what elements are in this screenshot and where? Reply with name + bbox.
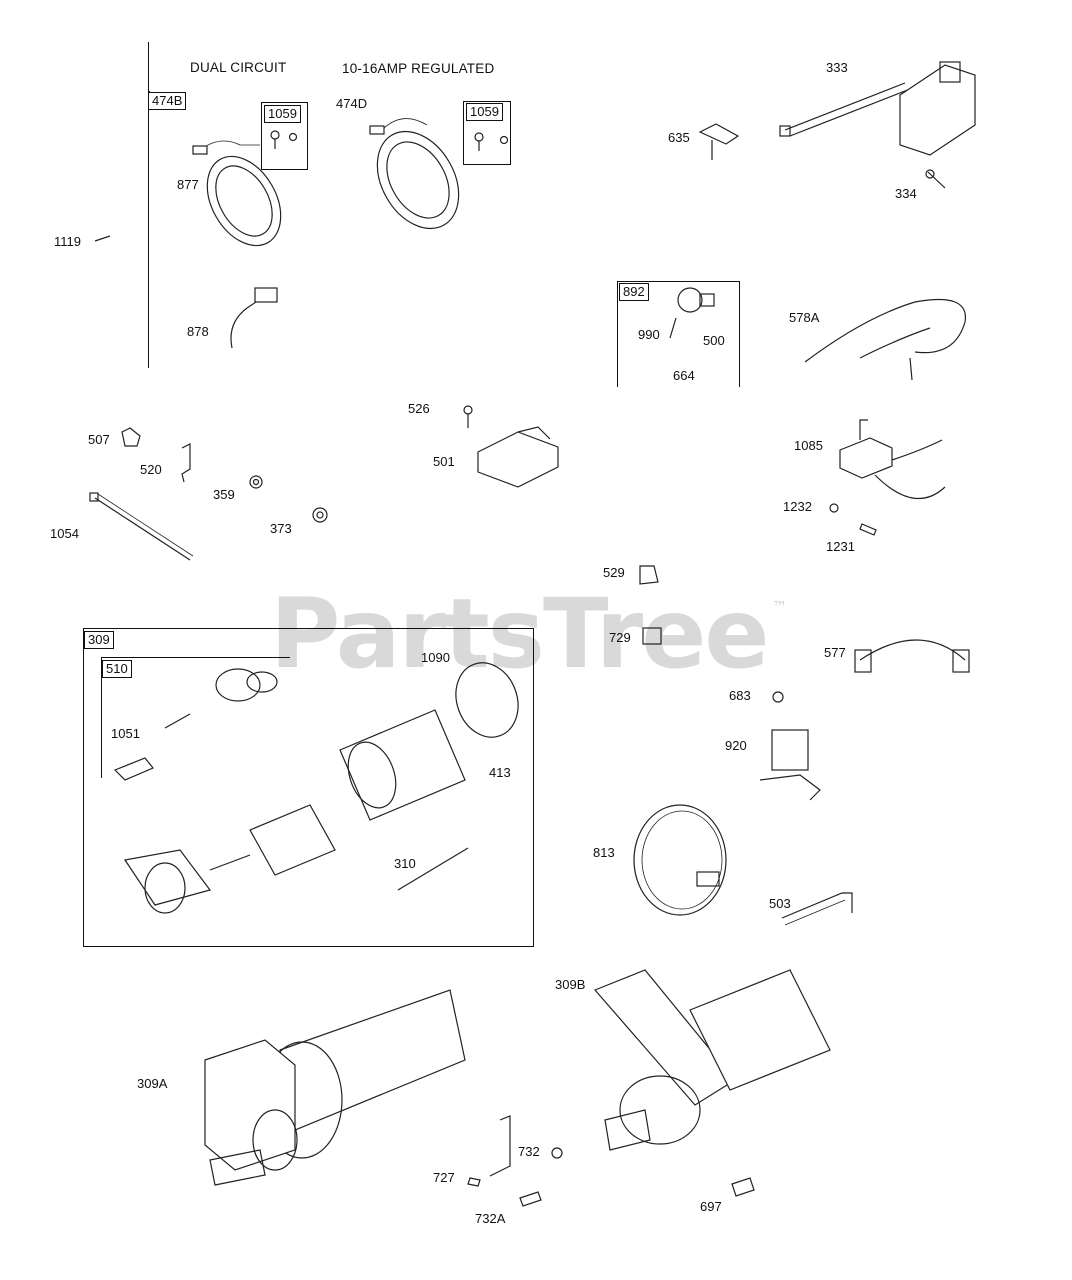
hardware-727-732-697-drawing bbox=[467, 1115, 755, 1207]
part-label-727: 727 bbox=[433, 1170, 455, 1185]
part-label-732: 732 bbox=[518, 1144, 540, 1159]
part-label-334: 334 bbox=[895, 186, 917, 201]
part-label-920: 920 bbox=[725, 738, 747, 753]
starter-309-exploded-drawing bbox=[113, 662, 519, 914]
part-label-729: 729 bbox=[609, 630, 631, 645]
armature-333-drawing bbox=[779, 61, 976, 156]
wire-878-drawing bbox=[230, 287, 278, 349]
header-dual-circuit: DUAL CIRCUIT bbox=[190, 60, 287, 75]
solenoid-920-drawing bbox=[759, 729, 821, 801]
part-label-635: 635 bbox=[668, 130, 690, 145]
cap-529-drawing bbox=[639, 565, 659, 585]
frame-510 bbox=[101, 657, 290, 778]
part-label-813: 813 bbox=[593, 845, 615, 860]
tool-503-drawing bbox=[781, 892, 853, 926]
stator-474B-drawing bbox=[192, 140, 282, 247]
box-label-1059b: 1059 bbox=[466, 103, 503, 121]
part-label-878: 878 bbox=[187, 324, 209, 339]
part-label-577: 577 bbox=[824, 645, 846, 660]
part-label-500: 500 bbox=[703, 333, 725, 348]
part-label-732A: 732A bbox=[475, 1211, 506, 1226]
switch-892-drawing bbox=[669, 287, 715, 339]
part-label-1231: 1231 bbox=[826, 539, 855, 554]
screws-1059-drawing bbox=[270, 130, 509, 151]
nut-683-drawing bbox=[772, 691, 784, 703]
box-label-474B: 474B bbox=[148, 92, 187, 110]
regulator-501-drawing bbox=[477, 426, 559, 488]
part-label-333: 333 bbox=[826, 60, 848, 75]
trademark-symbol: ™ bbox=[772, 598, 787, 616]
box-label-892: 892 bbox=[619, 283, 649, 301]
part-label-877: 877 bbox=[177, 177, 199, 192]
screw-526-drawing bbox=[463, 405, 473, 428]
box-label-309: 309 bbox=[84, 631, 114, 649]
starter-309A-drawing bbox=[204, 989, 466, 1186]
box-label-1059a: 1059 bbox=[264, 105, 301, 123]
starter-309B-drawing bbox=[593, 969, 831, 1151]
part-label-474D: 474D bbox=[336, 96, 368, 111]
part-label-990: 990 bbox=[638, 327, 660, 342]
stator-474D-drawing bbox=[369, 118, 460, 230]
part-label-529: 529 bbox=[603, 565, 625, 580]
part-label-373: 373 bbox=[270, 521, 292, 536]
part-label-503: 503 bbox=[769, 896, 791, 911]
boot-635-drawing bbox=[698, 123, 740, 160]
part-label-359: 359 bbox=[213, 487, 235, 502]
bracket-520-drawing bbox=[181, 443, 191, 483]
part-label-413: 413 bbox=[489, 765, 511, 780]
part-label-526: 526 bbox=[408, 401, 430, 416]
part-label-664: 664 bbox=[673, 368, 695, 383]
terminal-729-drawing bbox=[642, 627, 662, 645]
part-label-578A: 578A bbox=[789, 310, 820, 325]
frame-1059a bbox=[261, 102, 308, 170]
part-label-697: 697 bbox=[700, 1199, 722, 1214]
part-label-1232: 1232 bbox=[783, 499, 812, 514]
hardware-1232-1231-drawing bbox=[829, 503, 877, 536]
part-label-1051: 1051 bbox=[111, 726, 140, 741]
pin-1119-drawing bbox=[94, 235, 111, 242]
part-label-309A: 309A bbox=[137, 1076, 168, 1091]
nut-359-drawing bbox=[249, 475, 263, 489]
header-regulated: 10-16AMP REGULATED bbox=[342, 61, 495, 76]
part-label-1054: 1054 bbox=[50, 526, 79, 541]
clamp-813-drawing bbox=[633, 804, 727, 916]
part-label-507: 507 bbox=[88, 432, 110, 447]
part-label-683: 683 bbox=[729, 688, 751, 703]
screw-334-drawing bbox=[925, 169, 946, 189]
watermark: PartsTree bbox=[270, 578, 769, 690]
part-label-310: 310 bbox=[394, 856, 416, 871]
frame-309 bbox=[83, 628, 534, 947]
module-1085-drawing bbox=[839, 419, 946, 500]
part-label-501: 501 bbox=[433, 454, 455, 469]
part-label-1119: 1119 bbox=[54, 234, 81, 249]
frame-892 bbox=[617, 281, 740, 387]
tie-strap-1054-drawing bbox=[89, 492, 194, 561]
part-label-1090: 1090 bbox=[421, 650, 450, 665]
part-label-309B: 309B bbox=[555, 977, 586, 992]
clip-507-drawing bbox=[121, 427, 141, 447]
frame-1059b bbox=[463, 101, 511, 165]
harness-578A-drawing bbox=[804, 298, 966, 381]
box-label-510: 510 bbox=[102, 660, 132, 678]
nut-373-drawing bbox=[312, 507, 328, 523]
part-label-1085: 1085 bbox=[794, 438, 823, 453]
lead-577-drawing bbox=[854, 639, 970, 673]
part-label-520: 520 bbox=[140, 462, 162, 477]
divider-vertical bbox=[148, 42, 149, 368]
